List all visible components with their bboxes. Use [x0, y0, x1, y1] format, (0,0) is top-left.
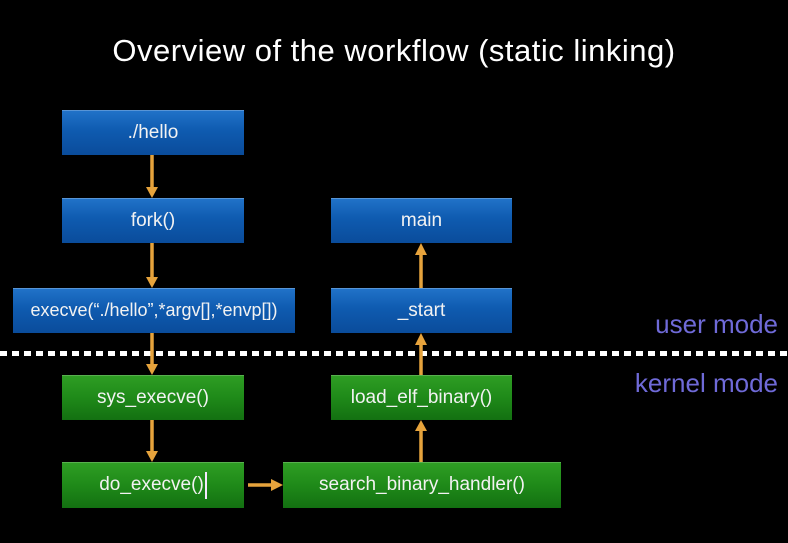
slide-title: Overview of the workflow (static linking… — [112, 33, 676, 68]
node-load-elf-binary: load_elf_binary() — [331, 375, 512, 420]
node-load-elf-binary-label: load_elf_binary() — [350, 386, 493, 408]
node-main: main — [331, 198, 512, 243]
node-sys-execve-label: sys_execve() — [97, 386, 209, 408]
arrowhead-start-to-main — [415, 243, 427, 255]
node-fork: fork() — [62, 198, 244, 243]
node-hello: ./hello — [62, 110, 244, 155]
node-search-binary-handler-label: search_binary_handler() — [319, 474, 525, 495]
mode-divider-dashed-line — [0, 351, 788, 356]
node-search-binary-handler: search_binary_handler() — [283, 462, 561, 508]
node-start: _start — [331, 288, 512, 333]
arrowhead-load-elf-to-start — [415, 333, 427, 345]
node-execve-label: execve(“./hello”,*argv[],*envp[]) — [30, 300, 278, 320]
node-start-label: _start — [397, 299, 446, 321]
node-sys-execve: sys_execve() — [62, 375, 244, 420]
arrowhead-do-execve-to-search — [271, 479, 283, 491]
node-execve: execve(“./hello”,*argv[],*envp[]) — [13, 288, 295, 333]
arrowhead-search-to-load-elf — [415, 420, 427, 431]
node-do-execve-label: do_execve() — [99, 474, 204, 495]
node-hello-label: ./hello — [127, 121, 179, 143]
text-cursor — [204, 471, 207, 499]
node-main-label: main — [400, 209, 443, 231]
kernel-mode-label: kernel mode — [634, 368, 778, 398]
node-do-execve: do_execve() — [62, 462, 244, 508]
arrowhead-sys-execve-to-do-execve — [146, 451, 158, 462]
arrowhead-execve-to-sys-execve — [146, 364, 158, 375]
node-fork-label: fork() — [130, 209, 176, 231]
arrowhead-hello-to-fork — [146, 187, 158, 198]
arrowhead-fork-to-execve — [146, 277, 158, 288]
user-mode-label: user mode — [655, 309, 778, 339]
